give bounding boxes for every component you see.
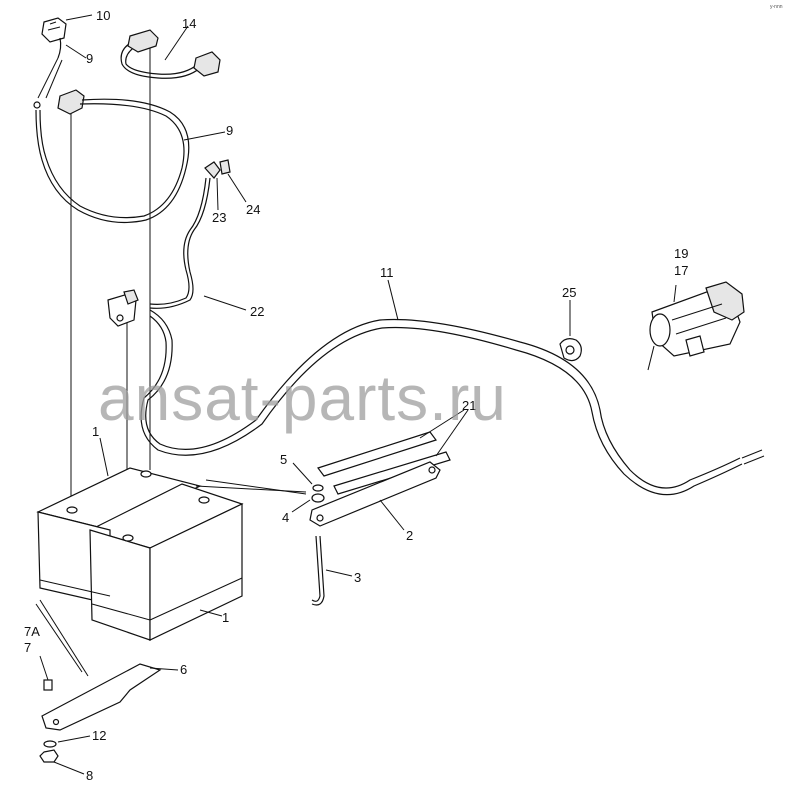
part-22-cable	[107, 177, 247, 327]
corner-mark: y-nnn	[770, 4, 783, 10]
callout-14: 14	[182, 16, 196, 31]
part-21-rails	[317, 409, 469, 495]
callout-7: 7	[24, 640, 31, 655]
callout-5: 5	[280, 452, 287, 467]
callout-4: 4	[282, 510, 289, 525]
callout-23: 23	[212, 210, 226, 225]
callout-1-top: 1	[92, 424, 99, 439]
part-1-batteries	[36, 437, 307, 641]
callout-21: 21	[462, 398, 476, 413]
part-17-19-starter-motor	[647, 281, 745, 371]
part-14-jumper-cable	[120, 25, 221, 79]
callout-9-loop: 9	[226, 123, 233, 138]
part-10-connector	[41, 14, 93, 59]
callout-22: 22	[250, 304, 264, 319]
callout-6: 6	[180, 662, 187, 677]
callout-2: 2	[406, 528, 413, 543]
part-11-main-cable	[140, 279, 765, 496]
part-9-terminal	[33, 44, 87, 109]
callout-24: 24	[246, 202, 260, 217]
part-9-battery-cable-loop	[35, 89, 226, 224]
callout-8: 8	[86, 768, 93, 783]
callout-19: 19	[674, 246, 688, 261]
callout-9-top: 9	[86, 51, 93, 66]
watermark-text: ansat-parts.ru	[98, 362, 507, 434]
part-6-bracket	[41, 663, 179, 731]
callout-25: 25	[562, 285, 576, 300]
callout-17: 17	[674, 263, 688, 278]
callout-7a: 7A	[24, 624, 40, 639]
part-8-12-washer-nut	[39, 735, 91, 775]
callout-labels: 10 9 14 9 23 24 22 11 25 19 17 21 1 5 4 …	[24, 8, 688, 783]
part-23-24-terminal	[204, 159, 247, 211]
callout-10: 10	[96, 8, 110, 23]
callout-3: 3	[354, 570, 361, 585]
part-2-hold-down-bracket	[309, 461, 441, 531]
callout-12: 12	[92, 728, 106, 743]
part-3-j-bolt	[311, 535, 353, 606]
part-4-5-washer-nut	[291, 462, 325, 513]
part-25-clamp	[559, 300, 582, 362]
part-7-bolt	[35, 599, 89, 691]
callout-11: 11	[380, 265, 394, 280]
callout-1-bottom: 1	[222, 610, 229, 625]
